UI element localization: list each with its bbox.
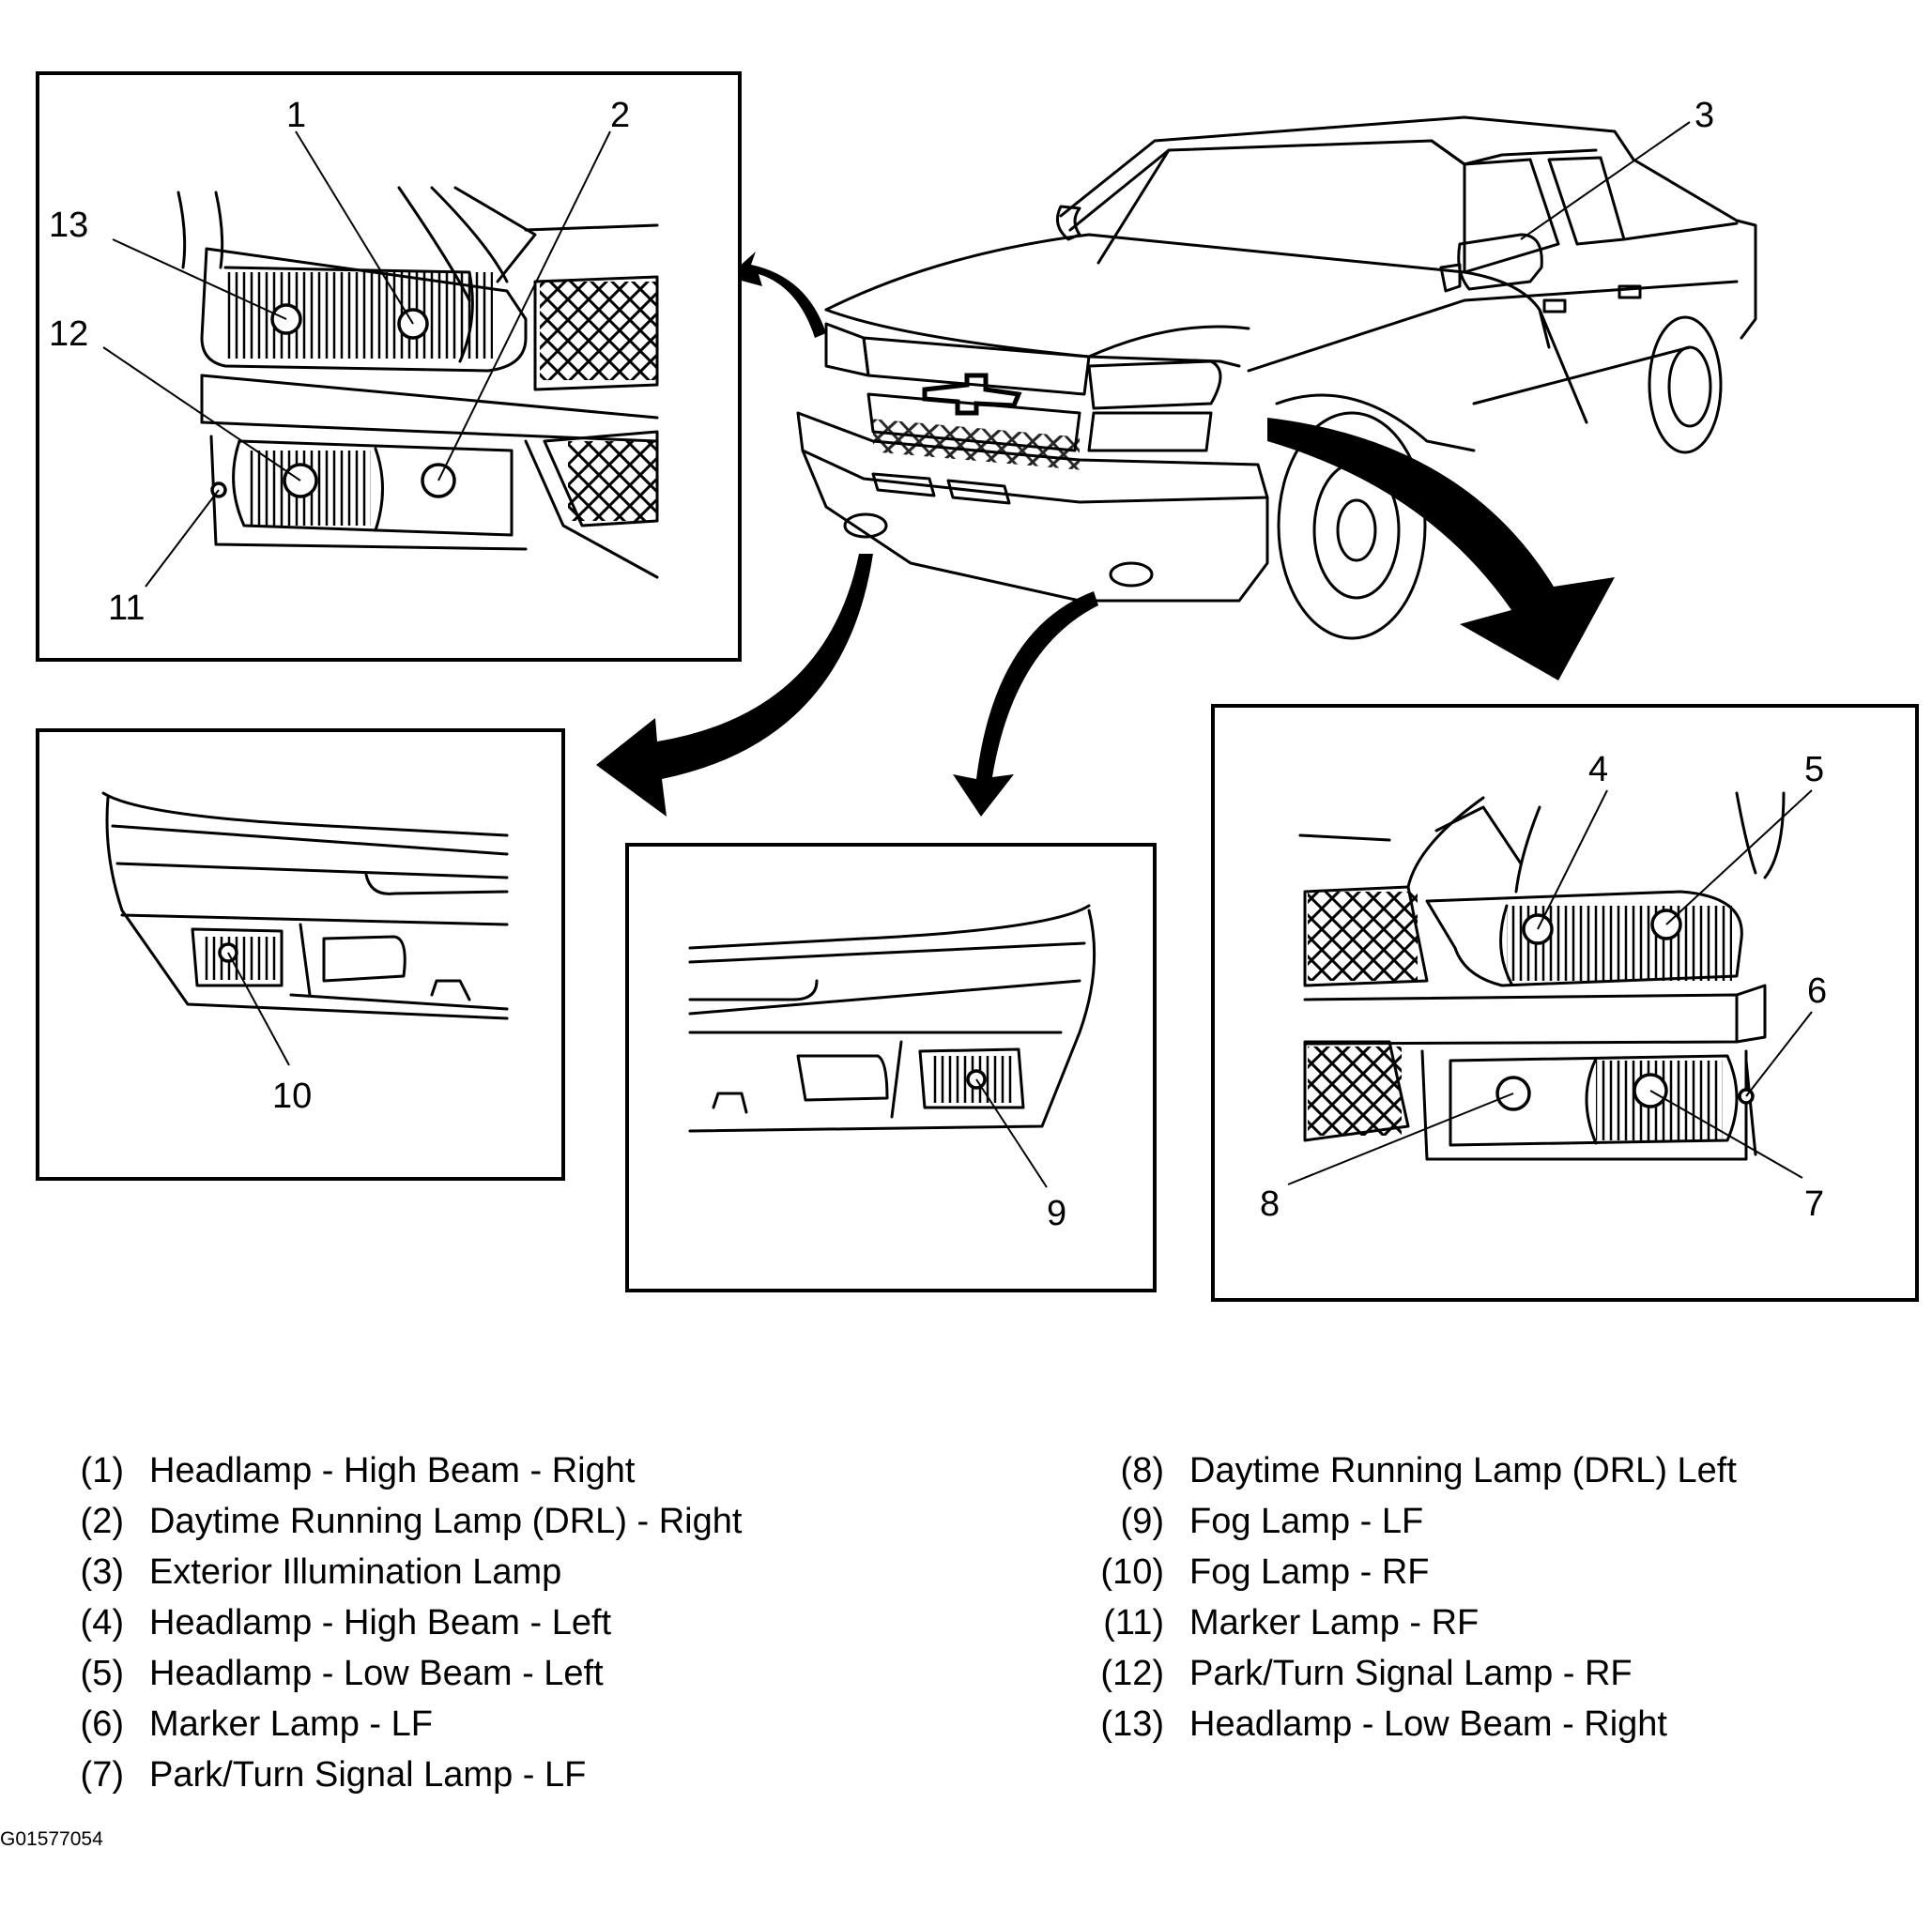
legend-item: (3)Exterior Illumination Lamp (80, 1551, 562, 1592)
callout-2: 2 (610, 96, 630, 135)
callout-4: 4 (1588, 750, 1608, 789)
inset-left-fog-lamp: 9 (625, 843, 1157, 1292)
legend-item: (6)Marker Lamp - LF (80, 1704, 433, 1744)
callout-7: 7 (1804, 1184, 1824, 1224)
legend-item: (4)Headlamp - High Beam - Left (80, 1602, 612, 1643)
callout-5: 5 (1804, 750, 1824, 789)
inset-right-fog-lamp: 10 (36, 728, 565, 1181)
legend: (1)Headlamp - High Beam - Right (2)Dayti… (0, 1445, 1932, 1821)
view-direction-arrows (596, 252, 1615, 817)
callout-6: 6 (1807, 971, 1827, 1011)
legend-column-right: (8)Daytime Running Lamp (DRL) Left (9)Fo… (1089, 1445, 1737, 1750)
legend-item: (8)Daytime Running Lamp (DRL) Left (1120, 1450, 1737, 1490)
inset-right-front-lamps: 1 2 13 12 11 (36, 71, 742, 662)
callout-11: 11 (108, 588, 145, 628)
pickup-truck-illustration (796, 115, 1757, 640)
legend-item: (13)Headlamp - Low Beam - Right (1100, 1704, 1667, 1744)
callout-8: 8 (1260, 1184, 1280, 1224)
legend-item: (1)Headlamp - High Beam - Right (80, 1450, 636, 1490)
legend-item: (12)Park/Turn Signal Lamp - RF (1100, 1653, 1633, 1693)
legend-column-left: (1)Headlamp - High Beam - Right (2)Dayti… (56, 1445, 743, 1800)
callout-3: 3 (1694, 96, 1714, 135)
callout-12: 12 (49, 314, 88, 354)
legend-item: (2)Daytime Running Lamp (DRL) - Right (80, 1501, 743, 1541)
inset-left-front-lamps: 4 5 6 7 8 (1211, 704, 1919, 1302)
legend-item: (5)Headlamp - Low Beam - Left (80, 1653, 604, 1693)
lamp-location-diagram: 1 2 13 12 11 3 10 (36, 71, 1919, 1302)
figure-id: G01577054 (0, 1828, 103, 1850)
legend-item: (9)Fog Lamp - LF (1120, 1501, 1424, 1541)
callout-10: 10 (272, 1077, 312, 1116)
callout-1: 1 (286, 96, 306, 135)
legend-item: (7)Park/Turn Signal Lamp - LF (80, 1754, 587, 1795)
legend-item: (11)Marker Lamp - RF (1103, 1602, 1480, 1643)
callout-13: 13 (49, 206, 88, 245)
callout-9: 9 (1047, 1194, 1066, 1233)
legend-item: (10)Fog Lamp - RF (1100, 1551, 1430, 1592)
